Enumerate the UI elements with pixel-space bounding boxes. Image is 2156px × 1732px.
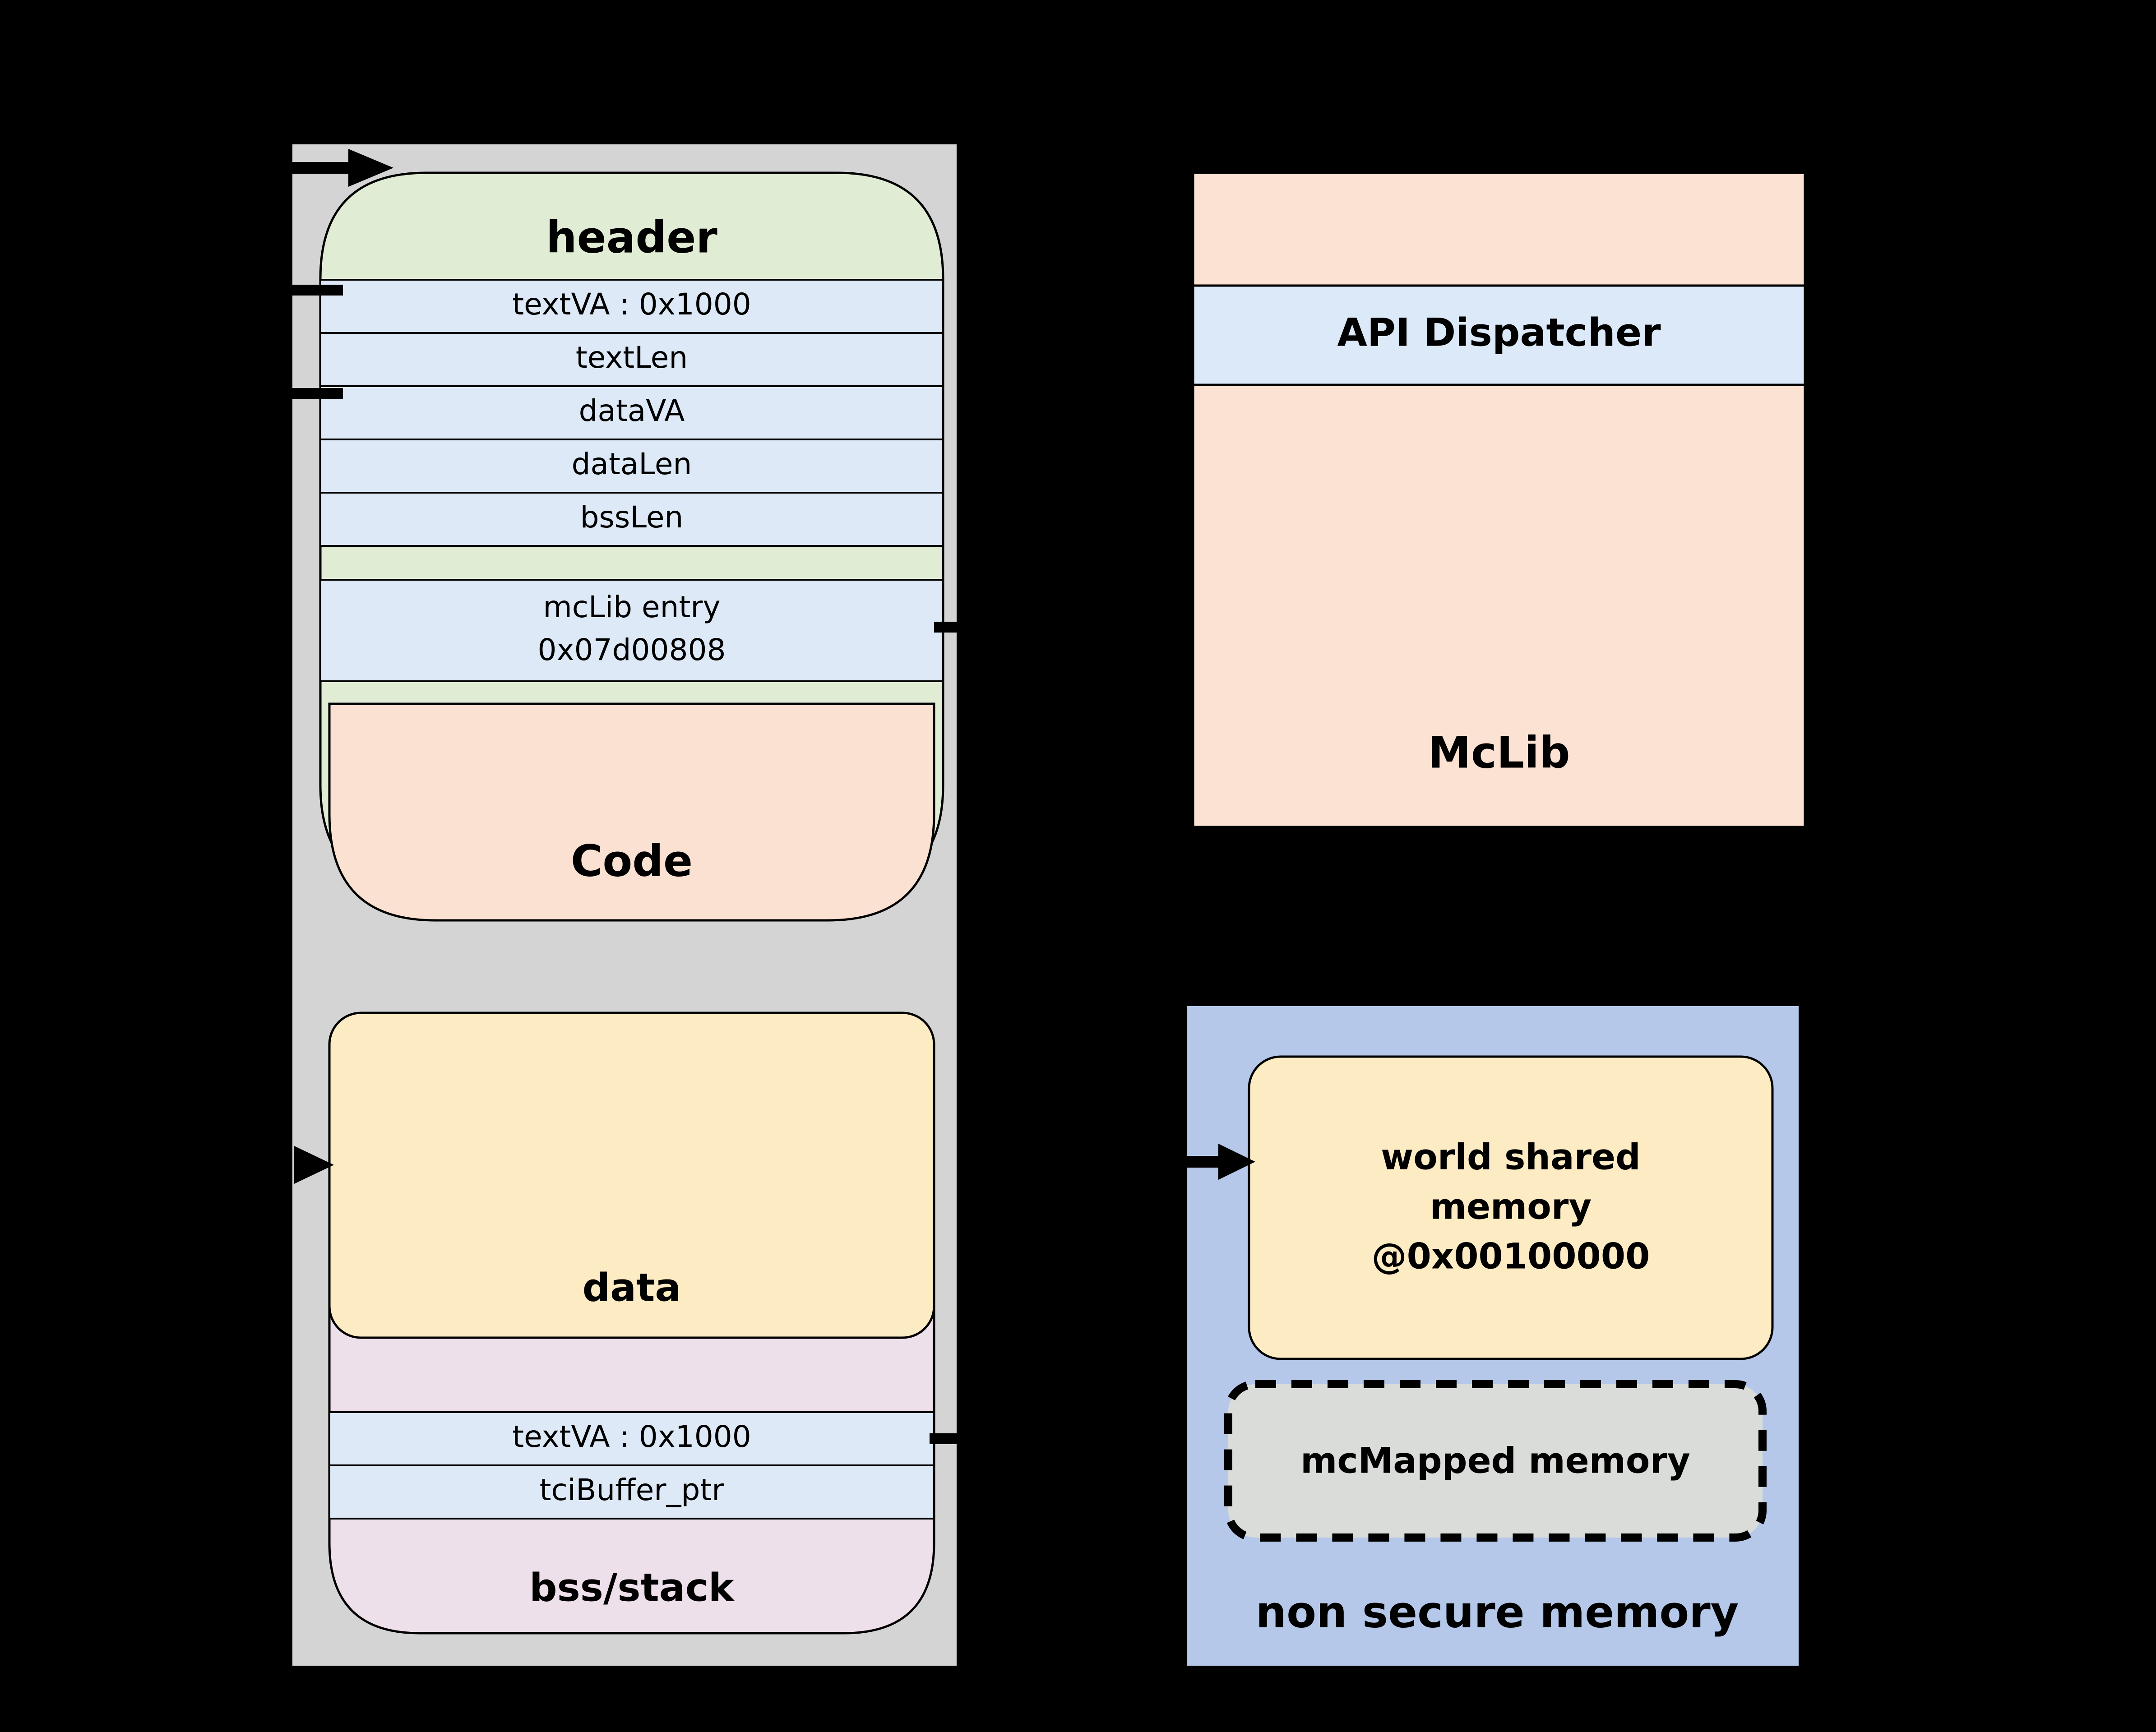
entry-arrow-to-header (292, 149, 393, 187)
header-label: header (546, 212, 717, 263)
mclib-box (1192, 171, 1806, 828)
row-textva (319, 279, 944, 334)
row-textlen-label: textLen (576, 340, 688, 375)
world-shared-memory-line1: world shared (1381, 1137, 1641, 1178)
mcmapped-memory-box (1224, 1380, 1767, 1542)
api-dispatcher-label: API Dispatcher (1337, 310, 1661, 355)
nonsecure-memory-label: non secure memory (1256, 1587, 1739, 1637)
data-label: data (583, 1265, 681, 1310)
arrow-into-world-shared-memory (1179, 1144, 1255, 1180)
bss-stack-label: bss/stack (529, 1565, 735, 1610)
world-shared-memory-line2: memory (1430, 1187, 1592, 1227)
row-tcibuffer-ptr-label: tciBuffer_ptr (540, 1473, 725, 1507)
mclib-entry-line2: 0x07d00808 (538, 633, 726, 667)
row-datalen-label: dataLen (572, 447, 692, 481)
api-dispatcher-band (1192, 284, 1806, 386)
header-field-rows: textVA : 0x1000 textLen dataVA dataLen b… (319, 279, 944, 547)
mcmapped-memory-label: mcMapped memory (1300, 1441, 1690, 1481)
mclib-label: McLib (1428, 727, 1570, 778)
row-textva-label: textVA : 0x1000 (512, 287, 751, 322)
row-mclib-entry (319, 579, 944, 682)
row-datava-label: dataVA (579, 393, 685, 428)
bss-field-rows: textVA : 0x1000 tciBuffer_ptr (328, 1411, 935, 1520)
row-bsslen (319, 492, 944, 547)
data-box (328, 1011, 935, 1339)
code-label: Code (571, 836, 693, 886)
mclib-entry-line1: mcLib entry (543, 590, 720, 624)
code-box (328, 702, 935, 922)
row-bsslen-label: bssLen (580, 500, 684, 535)
row-bss-textva-label: textVA : 0x1000 (512, 1419, 751, 1454)
row-textlen (319, 332, 944, 387)
world-shared-memory-line3: @0x00100000 (1372, 1236, 1650, 1277)
arrowhead-into-data (294, 1146, 334, 1184)
row-tcibuffer-ptr (328, 1464, 935, 1520)
world-shared-memory-box (1248, 1055, 1774, 1360)
row-datava (319, 385, 944, 440)
